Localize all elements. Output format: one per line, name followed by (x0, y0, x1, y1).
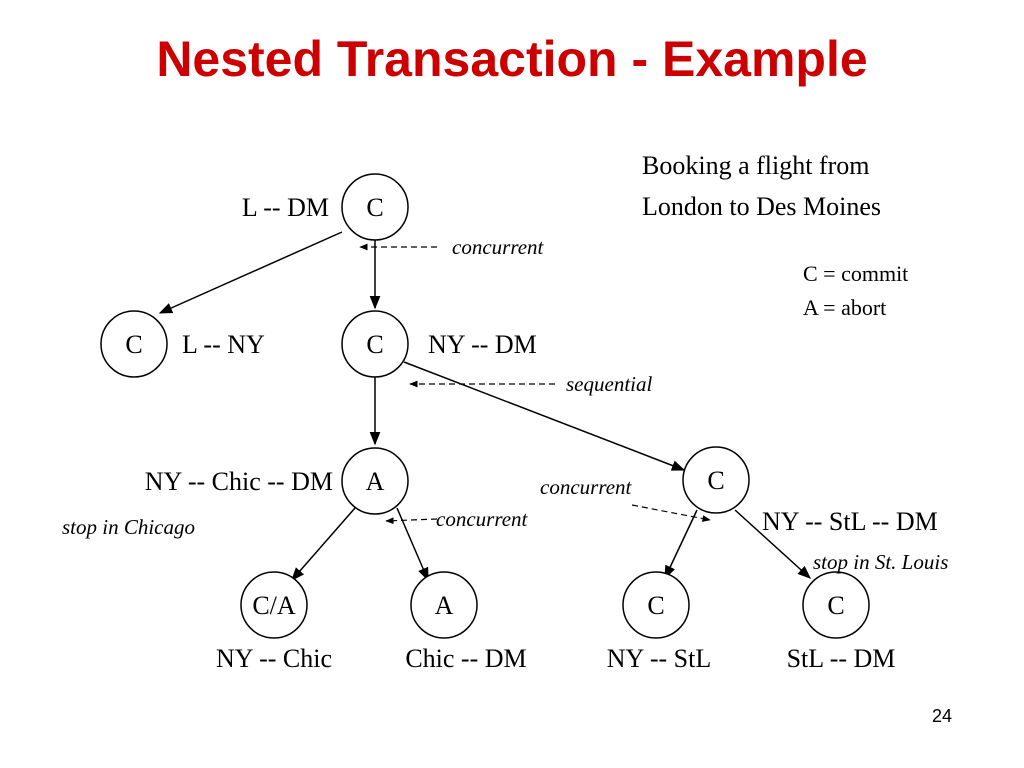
page-number: 24 (932, 706, 953, 726)
route-mid: NY -- DM (428, 330, 537, 359)
annotation-concurrent-right: concurrent (540, 475, 633, 499)
node-mid-label: C (366, 330, 383, 359)
edge-cright-clow1 (664, 509, 698, 580)
route-left: L -- NY (182, 330, 265, 359)
node-c-low1-label: C (647, 591, 664, 620)
node-c-low1: C (622, 571, 690, 639)
node-left-label: C (125, 330, 142, 359)
route-c-right: NY -- StL -- DM (762, 507, 938, 536)
legend-commit: C = commit (803, 261, 908, 286)
node-a-low-label: A (435, 591, 454, 620)
route-c-low1: NY -- StL (607, 644, 711, 673)
note-stop-chicago: stop in Chicago (62, 515, 195, 539)
node-ca-label: C/A (252, 591, 296, 620)
node-a-mid: A (341, 447, 409, 515)
note-stop-stlouis: stop in St. Louis (813, 550, 948, 574)
edge-root-left (158, 231, 343, 314)
annotation-concurrent-mid: concurrent (436, 507, 529, 531)
node-a-mid-label: A (366, 467, 385, 496)
annotation-sequential: sequential (566, 372, 652, 396)
node-mid: C (341, 310, 409, 378)
edge-amid-alow (396, 507, 429, 582)
node-root: C (341, 173, 409, 241)
node-root-label: C (366, 193, 383, 222)
edge-cright-clow2 (734, 509, 812, 579)
annotation-concurrent-top: concurrent (452, 235, 545, 259)
node-ca: C/A (240, 571, 308, 639)
node-left: C (100, 310, 168, 378)
page-title: Nested Transaction - Example (156, 31, 868, 87)
description-line-1: Booking a flight from (642, 151, 869, 180)
route-c-low2: StL -- DM (787, 644, 896, 673)
route-root: L -- DM (242, 193, 329, 222)
node-c-low2-label: C (827, 591, 844, 620)
route-a-mid: NY -- Chic -- DM (145, 467, 333, 496)
route-a-low: Chic -- DM (405, 644, 526, 673)
node-c-right: C (682, 446, 750, 514)
route-ca: NY -- Chic (216, 644, 332, 673)
node-c-right-label: C (707, 466, 724, 495)
concurrent-right-arrow (631, 504, 711, 522)
edge-amid-ca (291, 507, 356, 582)
node-a-low: A (410, 571, 478, 639)
legend-abort: A = abort (803, 295, 886, 320)
description-line-2: London to Des Moines (642, 192, 881, 221)
edge-mid-cright (403, 361, 686, 471)
node-c-low2: C (802, 571, 870, 639)
concurrent-mid-arrow (385, 517, 438, 525)
